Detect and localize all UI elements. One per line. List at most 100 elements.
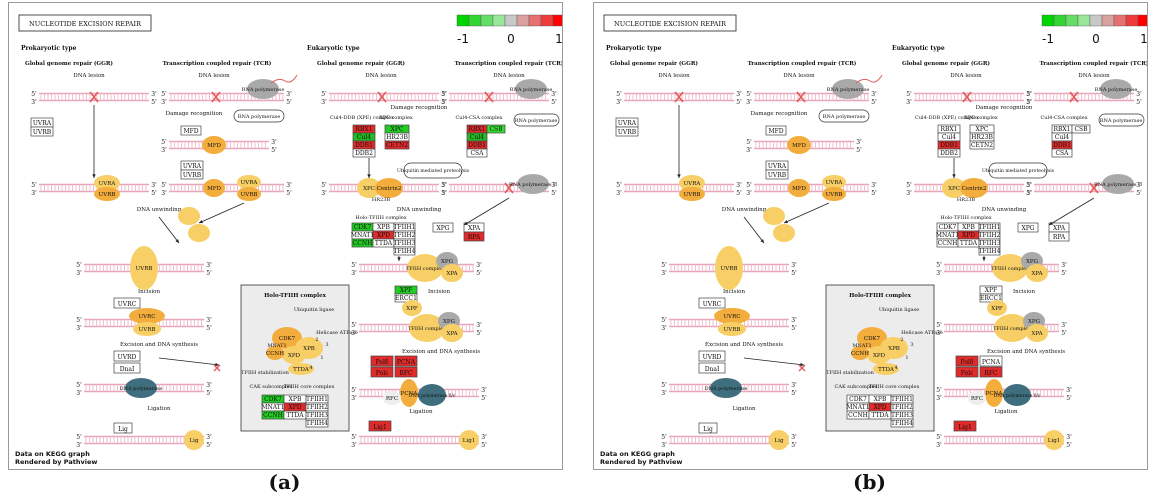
three-prime-label: 3' [286, 182, 292, 189]
euk-ggr-heading: Global genome repair (GGR) [317, 60, 405, 67]
legend-swatch [1125, 14, 1139, 27]
protein-xpc [357, 178, 381, 198]
five-prime-label: 5' [1026, 190, 1032, 197]
protein-uvra [679, 175, 705, 191]
inset-ubiquitin-label: Ubiquitin ligase [879, 307, 919, 313]
arrow-line [743, 357, 805, 366]
gene-xpf-label: XPF [985, 287, 997, 294]
three-prime-label: 3' [1061, 262, 1067, 269]
legend-tick-label: 1 [1140, 32, 1147, 46]
protein-lig-label: Lig [775, 438, 784, 444]
five-prime-label: 5' [286, 99, 292, 106]
three-prime-label: 3' [661, 270, 667, 277]
dna-duplex: 5'3'3'5' [746, 182, 877, 197]
gene-cdk7-label: CDK7 [939, 224, 957, 231]
protein-xpa-label: XPA [446, 271, 458, 277]
gene-xpb-label: XPB [962, 224, 975, 231]
protein-rna-polymerase-ii-label: RNA polymerase II [509, 182, 557, 188]
gene-dnai-box [113, 362, 141, 374]
protein-xpa-incision-label: XPA [446, 331, 458, 337]
excised-fragment-mark [213, 364, 221, 372]
legend-swatch [480, 14, 494, 27]
three-prime-label: 3' [481, 387, 487, 394]
protein-rna-polymerase-ii [1102, 174, 1134, 194]
protein-rna-polymerase-label: RNA polymerase [827, 87, 870, 93]
protein-xpf-label: XPF [991, 306, 1003, 312]
protein-mfd-tcr [788, 179, 810, 197]
dna-rungs [625, 184, 732, 192]
step-label: DNA lesion [950, 73, 982, 79]
protein-xpa-incision [441, 324, 463, 342]
inset-number: 4 [309, 365, 312, 371]
legend-swatch [528, 14, 542, 27]
step-label: Excision and DNA synthesis [402, 349, 480, 355]
gene-pole-label: Polε [376, 370, 388, 377]
three-prime-label: 3' [661, 442, 667, 449]
protein-lig1-label: Lig1 [1048, 438, 1060, 444]
gene-lig1-box [368, 420, 392, 432]
five-prime-label: 5' [481, 442, 487, 449]
three-prime-label: 3' [1136, 182, 1142, 189]
arrow-line [743, 216, 765, 244]
three-prime-label: 3' [871, 182, 877, 189]
protein-lig1 [459, 430, 479, 450]
five-prime-label: 5' [906, 182, 912, 189]
step-label: DNA lesion [658, 73, 690, 79]
three-prime-label: 3' [76, 325, 82, 332]
dna-duplex: 5'3'3'5' [321, 91, 447, 106]
inset-gene-mnat1-label: MNAT1 [261, 404, 284, 411]
five-prime-label: 5' [1066, 395, 1072, 402]
gene-uvrb-tcr-box [765, 169, 789, 180]
protein-rna-polymerase [247, 79, 279, 99]
protein-centrin2 [375, 178, 403, 198]
protein-dna-polymerase-de [418, 384, 446, 406]
gene-cetn2-label: CETN2 [971, 142, 993, 149]
gene-mfd-label: MFD [183, 128, 198, 135]
five-prime-label: 5' [871, 99, 877, 106]
three-prime-label: 3' [271, 139, 277, 146]
legend-swatch [540, 14, 554, 27]
gene-csb-box [1071, 124, 1091, 134]
euk-tcr-heading: Transcription coupled repair (TCR) [1040, 60, 1147, 67]
inset-gene-tfiih4-box [305, 418, 329, 428]
step-label: Ligation [994, 409, 1017, 415]
gene-tfiih2-label: TFIIH2 [394, 232, 416, 239]
inset-xpd [282, 346, 306, 364]
inset-number: 1 [320, 355, 323, 361]
inset-title: Holo-TFIIH complex [849, 293, 912, 299]
three-prime-label: 3' [616, 190, 622, 197]
protein-xpa-label: XPA [1031, 271, 1043, 277]
gene-pold-label: Polδ [961, 359, 974, 366]
five-prime-label: 5' [1026, 91, 1032, 98]
arrow-head [1049, 221, 1053, 225]
gene-ttda-label: TTDA [375, 240, 393, 247]
protein-rna-polymerase-label: RNA polymerase [242, 87, 285, 93]
inset-cdk7 [857, 327, 887, 349]
inset-cdk7-label: CDK7 [864, 336, 881, 342]
protein-mfd-label: MFD [207, 143, 221, 149]
protein-dna-polymerase-de-label: DNA polymerase δ/ε [994, 393, 1041, 399]
gene-uvrb-box [615, 126, 639, 137]
title-box [18, 14, 152, 32]
inset-stabilization-label: TFIIH stabilization [826, 370, 874, 376]
dna-rungs [755, 184, 869, 192]
arrow-head [760, 239, 764, 243]
step-label: DNA lesion [493, 73, 525, 79]
arrow-line [158, 357, 220, 366]
inset-gene-xpb-label: XPB [289, 396, 302, 403]
legend-tick-label: -1 [1042, 32, 1054, 46]
arrow-head [677, 174, 681, 178]
protein-xpa-incision-label: XPA [1031, 331, 1043, 337]
pathway-diagram: NUCLEOTIDE EXCISION REPAIR-101Prokaryoti… [600, 14, 1147, 466]
protein-lig [769, 430, 789, 450]
inset-mnat1: MNAT1 [852, 343, 871, 349]
eukaryotic-heading: Eukaryotic type [307, 45, 360, 52]
gene-lig-box [113, 422, 133, 434]
dna-duplex: 5'3'3'5' [351, 434, 487, 449]
arrow-head [784, 219, 788, 224]
gene-uvra-tcr-label: UVRA [183, 163, 202, 170]
five-prime-label: 5' [476, 270, 482, 277]
gene-xpc-label: XPC [976, 126, 989, 133]
inset-ubiquitin-label: Ubiquitin ligase [294, 307, 334, 313]
